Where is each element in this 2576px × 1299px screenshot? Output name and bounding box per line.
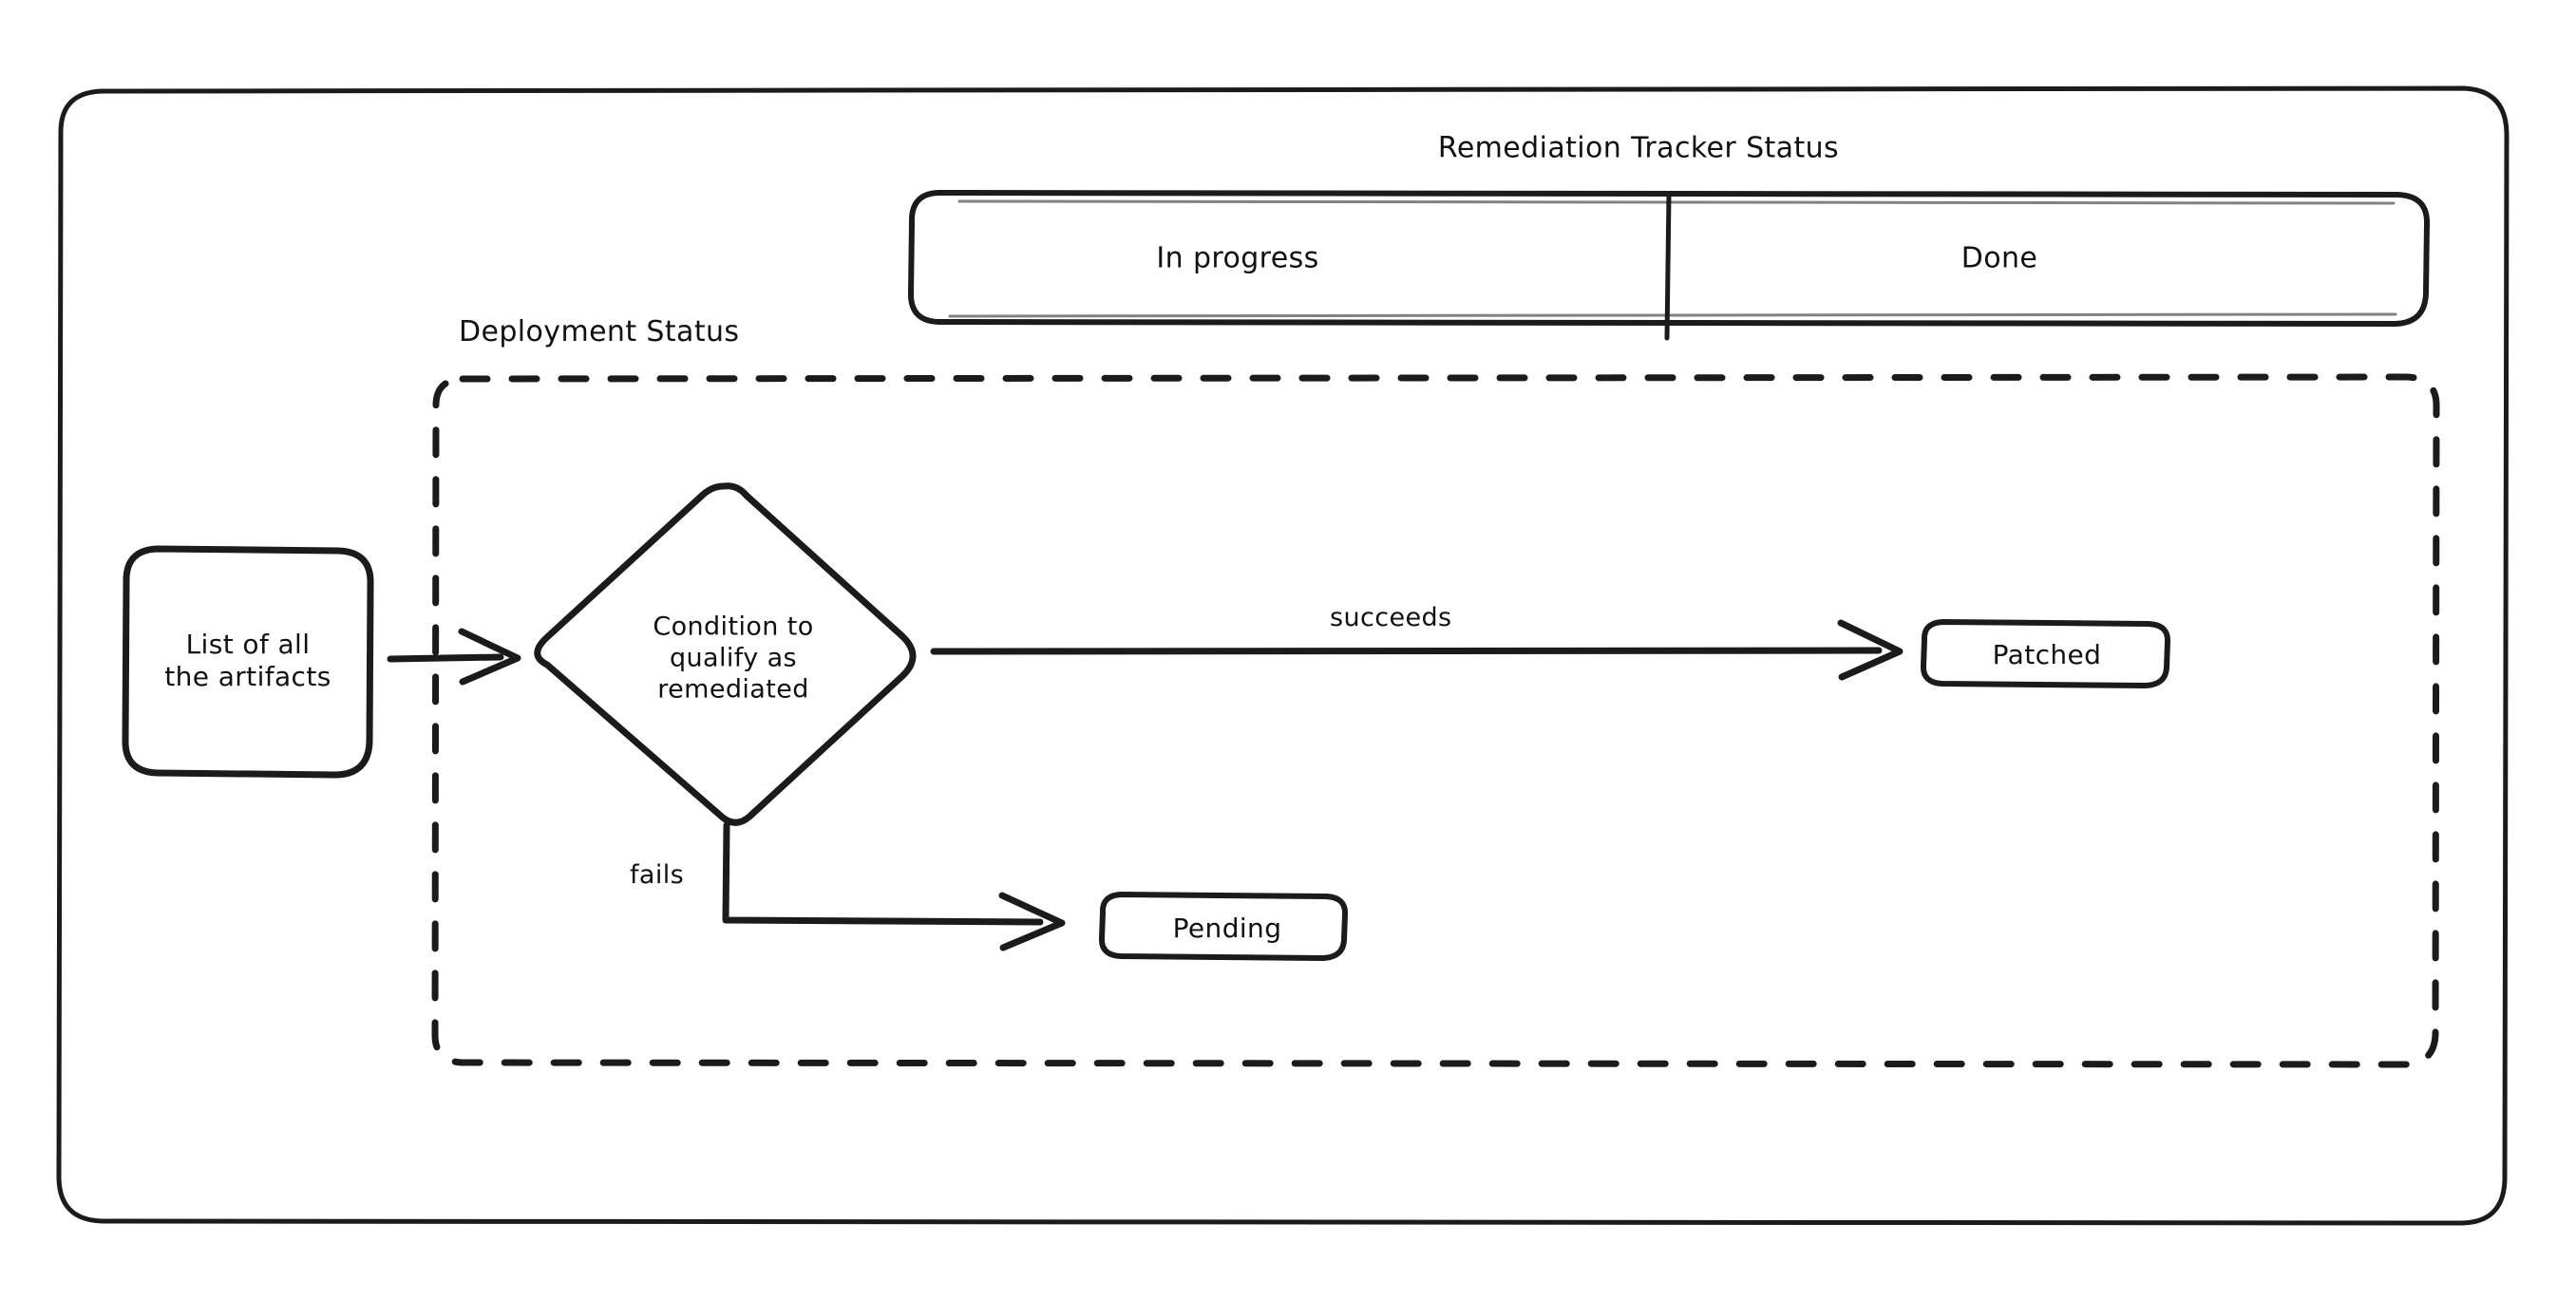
- edge-condition-to-pending: [722, 821, 1044, 926]
- deployment-status-group: [431, 373, 2440, 1068]
- edge-label-succeeds: succeeds: [1330, 603, 1452, 632]
- edge-label-fails: fails: [630, 860, 685, 890]
- swimlane-box: [907, 190, 2431, 327]
- arrowhead-artifacts-to-condition: [458, 628, 521, 686]
- arrowhead-condition-to-patched: [1837, 619, 1904, 681]
- node-artifacts-shape[interactable]: [122, 545, 374, 779]
- node-artifacts-label: List of all the artifacts: [164, 629, 331, 693]
- deployment-status-group-label: Deployment Status: [459, 315, 740, 348]
- node-pending-shape[interactable]: [1098, 892, 1349, 961]
- node-condition-label-line2: qualify as: [669, 643, 797, 673]
- arrowhead-condition-to-pending: [998, 892, 1066, 951]
- node-condition-label-line1: Condition to: [653, 612, 814, 642]
- node-condition-label: Condition to qualify as remediated: [653, 612, 813, 706]
- swimlane-lane-done-label: Done: [1960, 241, 2038, 275]
- edge-condition-to-patched: [930, 647, 1883, 655]
- node-patched-label: Patched: [1992, 638, 2102, 670]
- swimlane-divider: [1664, 192, 1672, 341]
- node-artifacts-label-line1: List of all: [185, 628, 311, 660]
- node-artifacts-label-line2: the artifacts: [164, 661, 331, 692]
- edge-artifacts-to-condition: [387, 653, 504, 663]
- node-condition-shape[interactable]: [534, 482, 917, 826]
- swimlane-lane-in-progress-label: In progress: [1156, 241, 1319, 275]
- node-patched-shape[interactable]: [1920, 619, 2171, 688]
- node-pending-label: Pending: [1172, 912, 1282, 944]
- swimlane-title: Remediation Tracker Status: [1437, 131, 1840, 165]
- outer-frame: [56, 85, 2510, 1226]
- swimlane-bottom-accent: [948, 312, 2397, 318]
- swimlane-top-accent: [957, 199, 2396, 205]
- node-condition-label-line3: remediated: [657, 674, 809, 705]
